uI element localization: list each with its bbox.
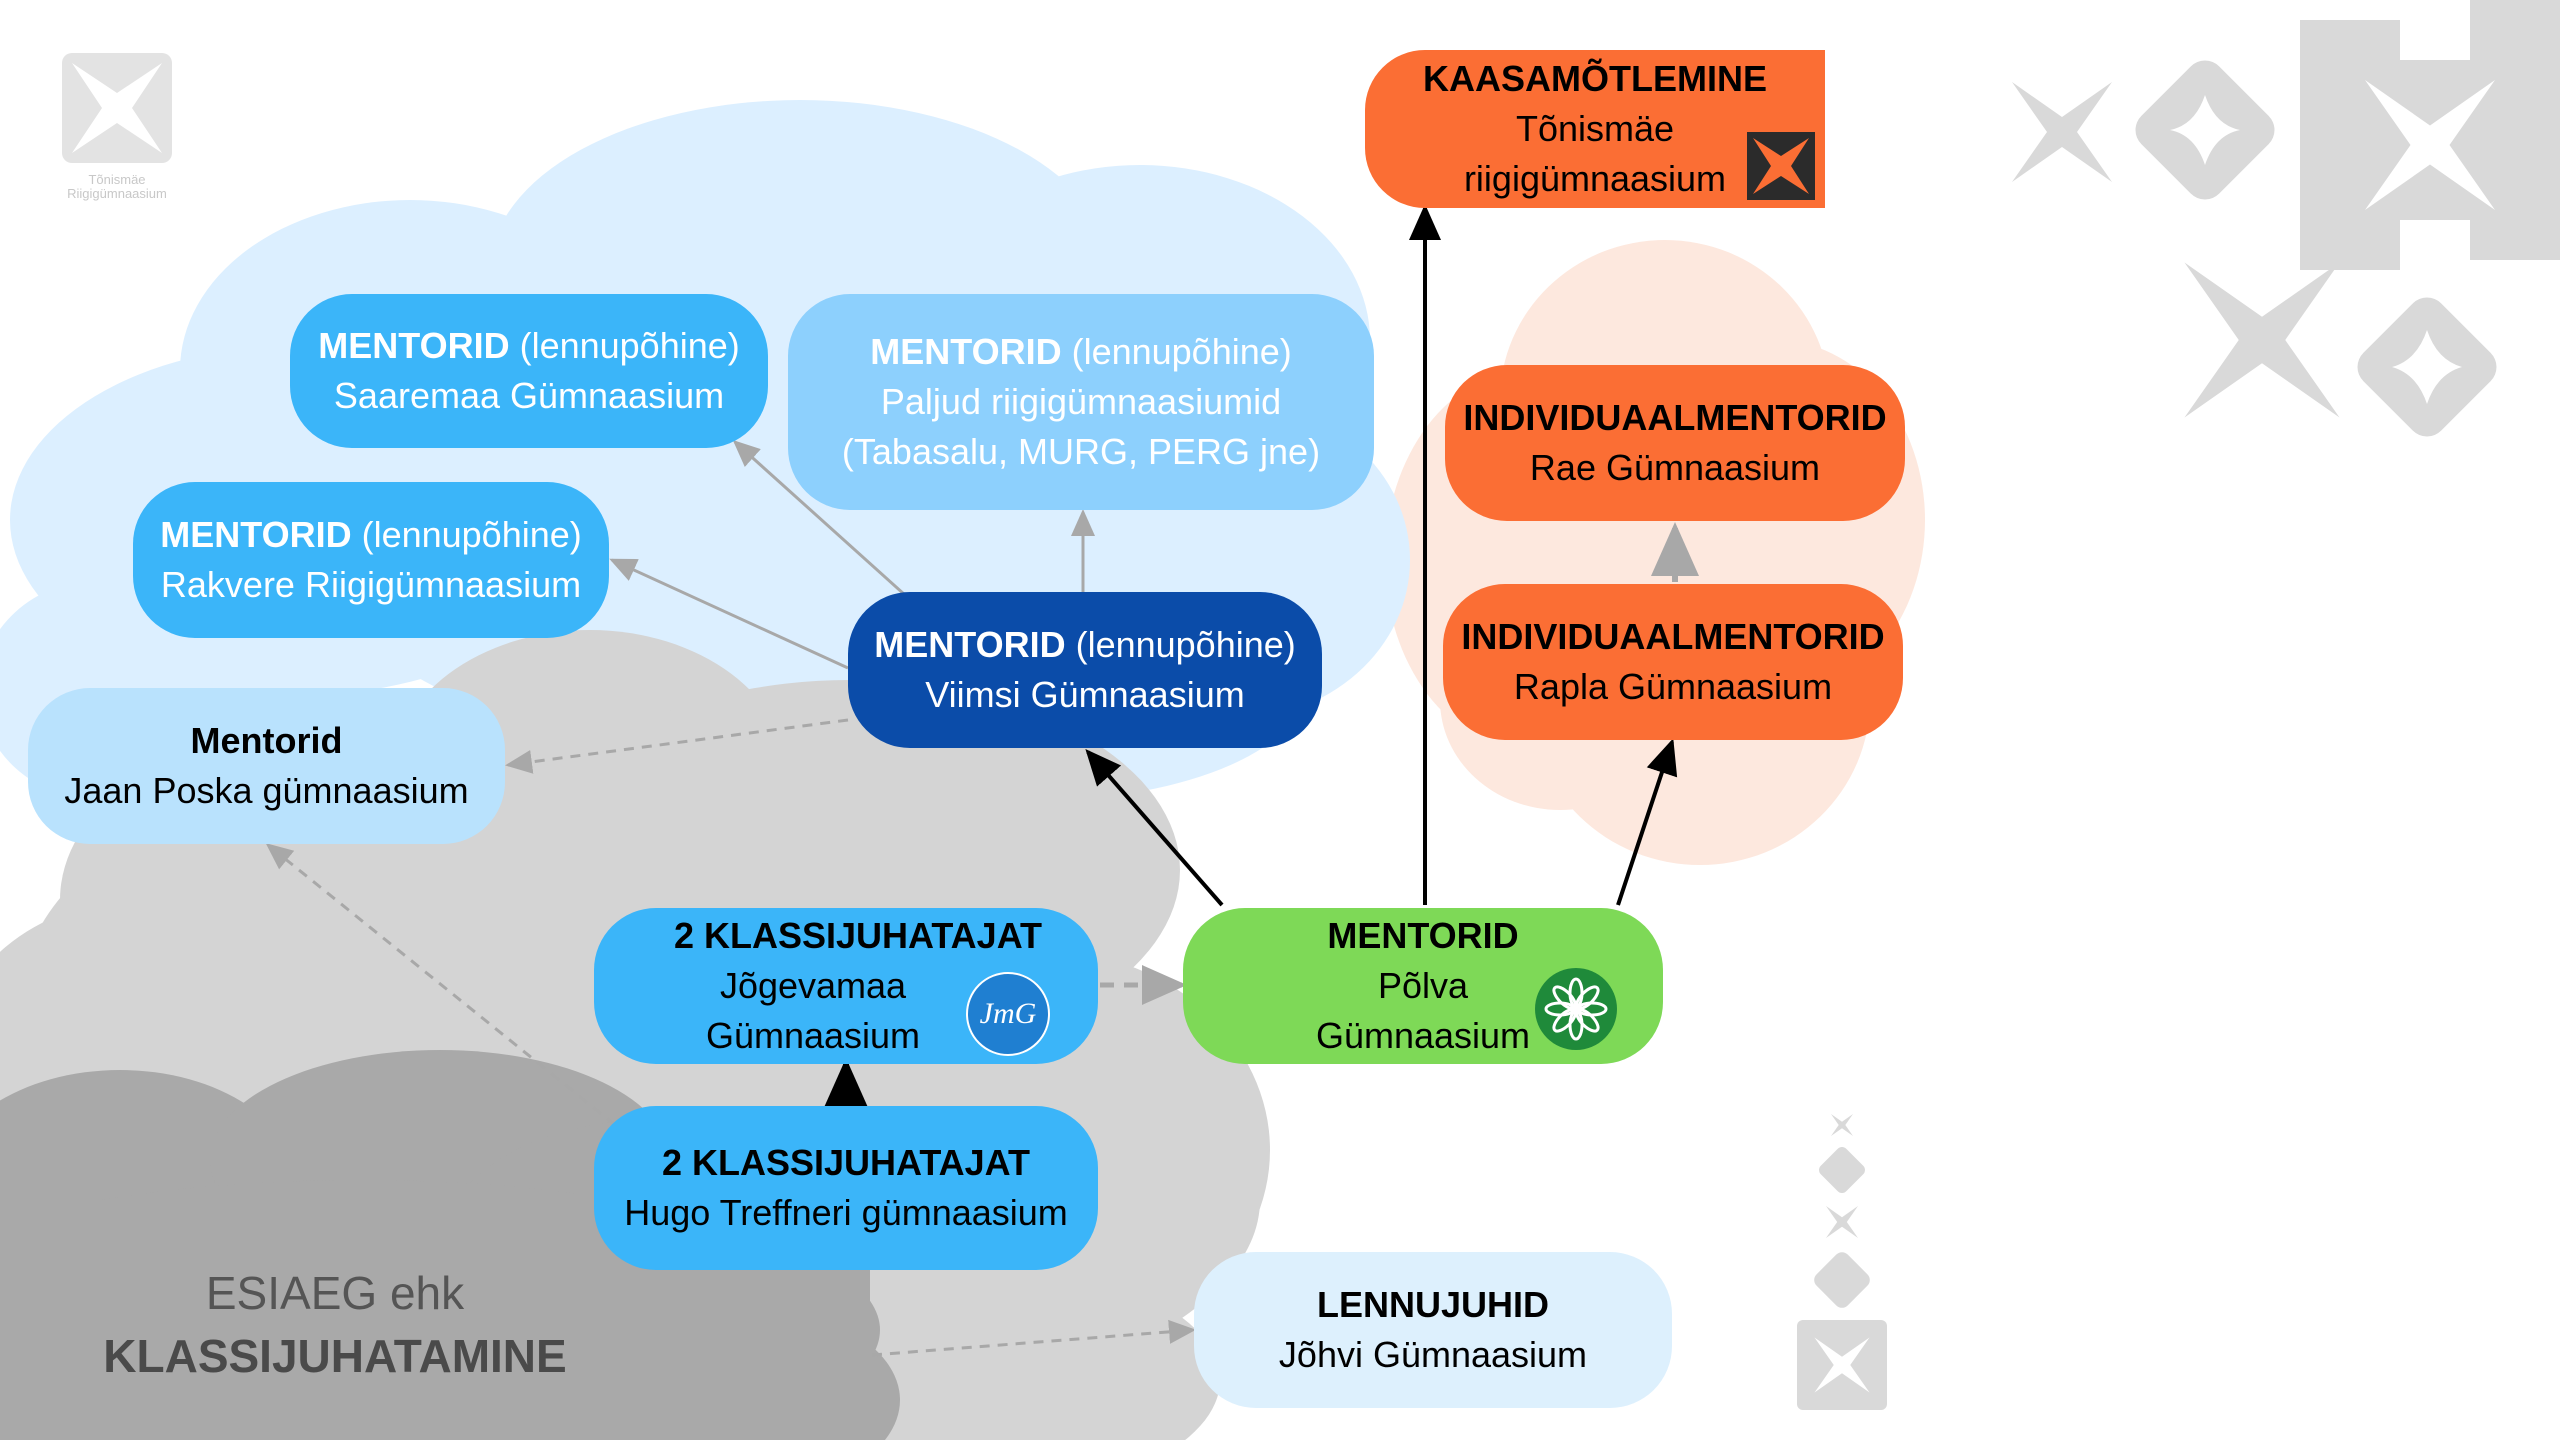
arrow-polva-to-rapla [1616, 738, 1678, 906]
jogevamaa-logo-icon: JmG [966, 972, 1050, 1056]
node-jogevamaa-title: 2 KLASSIJUHATAJAT [673, 915, 1043, 956]
arrow-hugo-to-jaan-poska [265, 843, 616, 1127]
node-hugo: 2 KLASSIJUHATAJAT Hugo Treffneri gümnaas… [594, 1106, 1098, 1270]
node-rapla-title: INDIVIDUAALMENTORID [1461, 616, 1885, 657]
decorative-star-icon [1814, 60, 2497, 1308]
node-rae-title: INDIVIDUAALMENTORID [1463, 397, 1887, 438]
arrow-viimsi-to-rakvere [609, 558, 849, 670]
node-kaasamotlemine: KAASAMÕTLEMINE Tõnismäe riigigümnaasium [1365, 50, 1825, 208]
node-polva-title: MENTORID [1327, 915, 1519, 956]
node-hugo-line1: Hugo Treffneri gümnaasium [624, 1192, 1068, 1233]
arrow-viimsi-to-jaan-poska [505, 718, 849, 774]
caption-esiaeg: ESIAEG ehk KLASSIJUHATAMINE [40, 1262, 630, 1388]
caption-line1: ESIAEG ehk [205, 1267, 465, 1319]
node-johvi: LENNUJUHID Jõhvi Gümnaasium [1194, 1252, 1672, 1408]
arrow-caption-to-johvi [871, 1319, 1196, 1357]
node-saaremaa-line1: Saaremaa Gümnaasium [333, 375, 725, 416]
school-logo-text-2: Riigigümnaasium [67, 186, 167, 201]
node-polva-line1: Põlva [1377, 965, 1469, 1006]
node-kaasamotlemine-title: KAASAMÕTLEMINE [1423, 58, 1767, 99]
polva-flower-logo-icon [1535, 968, 1617, 1050]
node-johvi-line1: Jõhvi Gümnaasium [1278, 1334, 1588, 1375]
node-saaremaa: MENTORID (lennupõhine) Saaremaa Gümnaasi… [290, 294, 768, 448]
school-logo-icon [1747, 132, 1815, 200]
node-polva: MENTORID Põlva Gümnaasium [1183, 908, 1663, 1064]
school-logo: Tõnismäe Riigigümnaasium [52, 48, 182, 201]
node-johvi-title: LENNUJUHID [1316, 1284, 1549, 1325]
node-jaan-poska-title: Mentorid [190, 720, 343, 761]
node-paljud-line2: (Tabasalu, MURG, PERG jne) [841, 431, 1321, 472]
node-paljud-title: MENTORID (lennupõhine) [870, 331, 1292, 372]
node-jaan-poska-line1: Jaan Poska gümnaasium [64, 770, 469, 811]
school-logo-text-1: Tõnismäe [88, 172, 146, 187]
node-jogevamaa: 2 KLASSIJUHATAJAT Jõgevamaa Gümnaasium J… [594, 908, 1098, 1064]
node-paljud: MENTORID (lennupõhine) Paljud riigigümna… [788, 294, 1374, 510]
node-rae-line1: Rae Gümnaasium [1529, 447, 1821, 488]
node-jaan-poska: Mentorid Jaan Poska gümnaasium [28, 688, 505, 844]
node-viimsi-line1: Viimsi Gümnaasium [925, 674, 1245, 715]
node-paljud-line1: Paljud riigigümnaasiumid [880, 381, 1282, 422]
node-rakvere-title: MENTORID (lennupõhine) [160, 514, 582, 555]
arrow-viimsi-to-saaremaa [732, 439, 907, 597]
node-rakvere: MENTORID (lennupõhine) Rakvere Riigigümn… [133, 482, 609, 638]
node-kaasamotlemine-line2: riigigümnaasium [1463, 158, 1727, 199]
node-rakvere-line1: Rakvere Riigigümnaasium [160, 564, 582, 605]
node-rae: INDIVIDUAALMENTORID Rae Gümnaasium [1445, 365, 1905, 521]
node-viimsi: MENTORID (lennupõhine) Viimsi Gümnaasium [848, 592, 1322, 748]
node-kaasamotlemine-line1: Tõnismäe [1515, 108, 1675, 149]
dark-gray-cloud [0, 1050, 900, 1440]
node-hugo-title: 2 KLASSIJUHATAJAT [661, 1142, 1031, 1183]
school-logo-icon [62, 53, 172, 163]
node-polva-line2: Gümnaasium [1315, 1015, 1531, 1056]
node-jogevamaa-line1: Jõgevamaa [719, 965, 907, 1006]
node-rapla-line1: Rapla Gümnaasium [1513, 666, 1833, 707]
arrow-polva-to-viimsi [1085, 748, 1224, 907]
node-saaremaa-title: MENTORID (lennupõhine) [318, 325, 740, 366]
node-rapla: INDIVIDUAALMENTORID Rapla Gümnaasium [1443, 584, 1903, 740]
node-viimsi-title: MENTORID (lennupõhine) [874, 624, 1296, 665]
caption-line2: KLASSIJUHATAMINE [103, 1330, 567, 1382]
node-jogevamaa-line2: Gümnaasium [705, 1015, 921, 1056]
decorative-school-mark [1797, 0, 2560, 1410]
